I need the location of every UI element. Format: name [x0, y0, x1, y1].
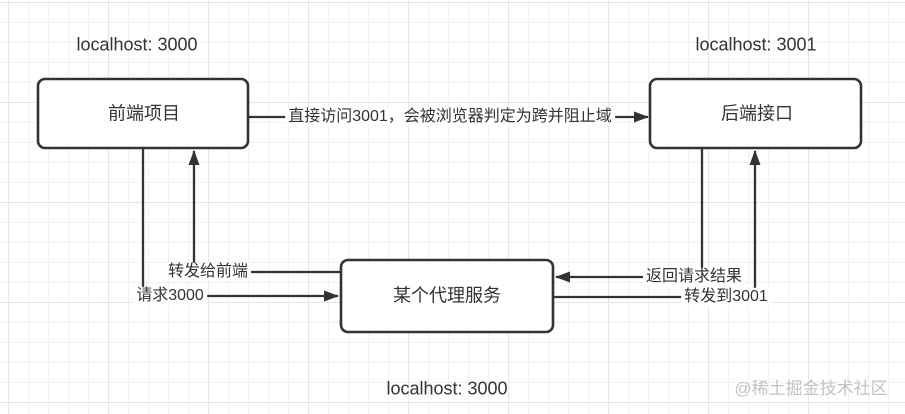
- frontend-host-label: localhost: 3000: [76, 34, 198, 55]
- proxy-node-label: 某个代理服务: [393, 285, 501, 306]
- backend-node-label: 后端接口: [721, 103, 793, 124]
- proxy-node-box: [339, 258, 555, 334]
- backend-node-box: [648, 77, 863, 150]
- edge-label-forward-to-frontend: 转发给前端: [164, 262, 252, 282]
- edge-backend-to-proxy: [555, 148, 704, 283]
- backend-host-label: localhost: 3001: [695, 34, 817, 55]
- edge-label-return-result: 返回请求结果: [642, 267, 746, 287]
- proxy-host-label: localhost: 3000: [386, 378, 508, 399]
- frontend-node-box: [36, 77, 250, 150]
- edge-proxy-to-frontend: [188, 150, 341, 274]
- juejin-watermark: @稀土掘金技术社区: [734, 379, 888, 399]
- edge-label-request-3000: 请求3000: [133, 286, 207, 306]
- edge-label-direct-access-blocked: 直接访问3001，会被浏览器判定为跨并阻止域: [285, 107, 615, 127]
- frontend-node-label: 前端项目: [108, 103, 180, 124]
- edge-label-forward-to-3001: 转发到3001: [681, 287, 771, 307]
